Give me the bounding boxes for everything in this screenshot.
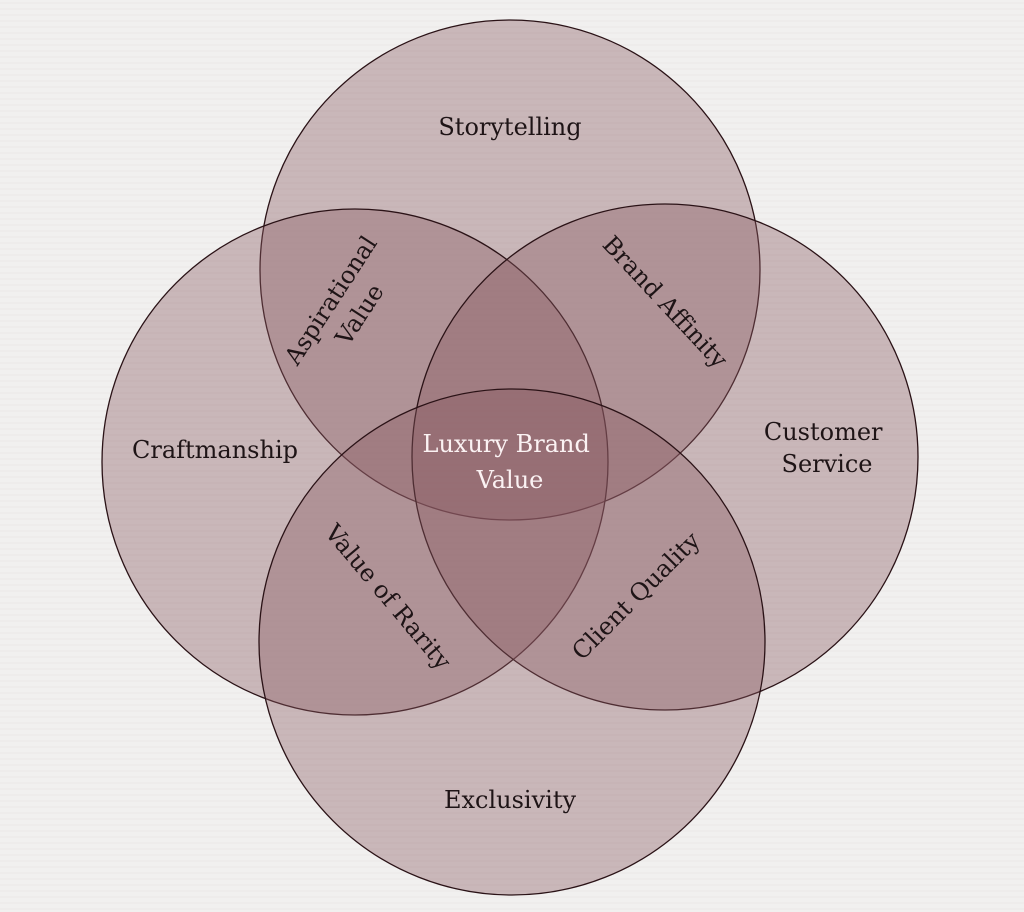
circle-exclusivity [258, 388, 766, 896]
label-exclusivity: Exclusivity [444, 786, 577, 814]
label-storytelling: Storytelling [438, 113, 581, 141]
circle-storytelling [259, 19, 761, 521]
label-luxury-brand-value: Luxury Brand Value [423, 430, 598, 494]
label-customer-service-text-line2: Service [782, 450, 873, 478]
label-luxury-brand-value-text-line2: Value [476, 466, 544, 494]
circle-craftmanship [101, 208, 609, 716]
label-luxury-brand-value-text: Luxury Brand [423, 430, 590, 458]
circle-customer-service [411, 203, 919, 711]
label-customer-service-text: Customer [764, 418, 883, 446]
label-craftmanship: Craftmanship [132, 436, 298, 464]
label-customer-service: Customer Service [764, 418, 890, 478]
